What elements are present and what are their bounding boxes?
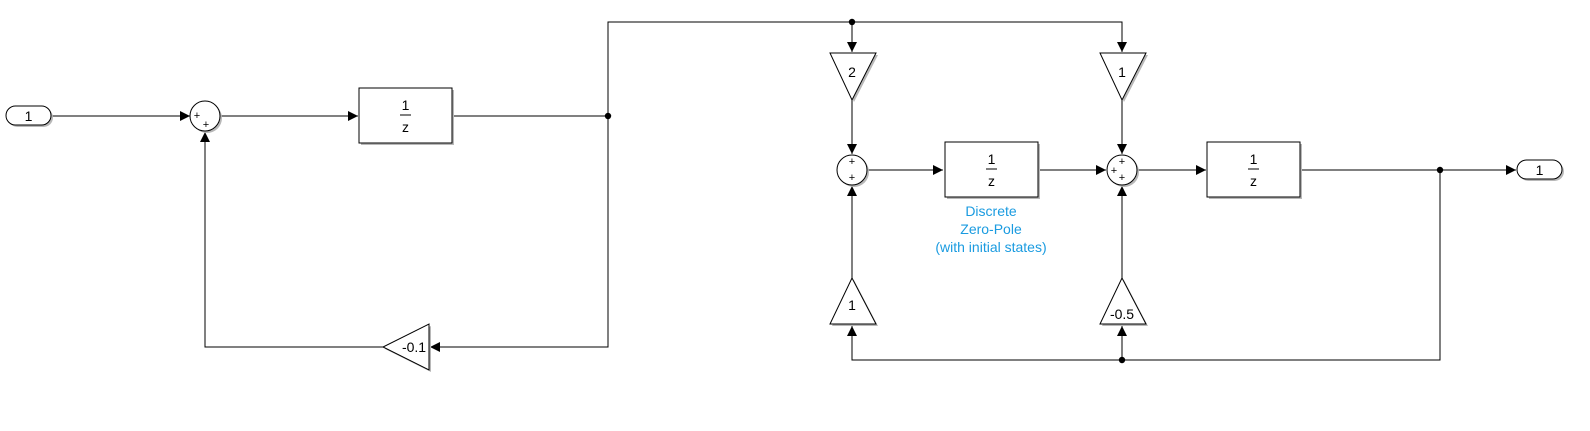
sum-sign-plus: +: [194, 110, 200, 122]
annotation-line: Zero-Pole: [960, 221, 1022, 237]
gain-block-top-right[interactable]: 1: [1099, 52, 1148, 102]
sum-sign-plus: +: [1119, 156, 1125, 168]
line-branch-to-top-bus: [607, 21, 1127, 116]
gain-value: 1: [1118, 64, 1126, 80]
outport-block[interactable]: 1: [1516, 159, 1564, 181]
sum-sign-plus: +: [1119, 172, 1125, 184]
delay-numerator: 1: [988, 151, 996, 167]
gain-value: 2: [848, 64, 856, 80]
junction-dot: [1436, 166, 1444, 174]
inport-block[interactable]: 1: [5, 105, 53, 127]
line-feedback-gain-to-sum1: [200, 132, 383, 348]
outport-label: 1: [1536, 162, 1544, 178]
line-branch-to-feedback-gain: [430, 116, 609, 352]
unit-delay-block-3[interactable]: 1 z: [1206, 141, 1302, 199]
gain-block-top-left[interactable]: 2: [829, 52, 878, 102]
gain-value: -0.5: [1110, 306, 1134, 322]
signal-lines: [52, 21, 1516, 361]
delay-denominator: z: [1250, 173, 1257, 189]
annotation-text: Discrete Zero-Pole (with initial states): [935, 203, 1046, 255]
gain-block-feedback[interactable]: -0.1: [381, 323, 431, 372]
sum-sign-plus: +: [203, 119, 209, 131]
annotation-line: (with initial states): [935, 239, 1046, 255]
delay-denominator: z: [988, 173, 995, 189]
delay-numerator: 1: [1250, 151, 1258, 167]
sum-block-2[interactable]: + +: [836, 154, 869, 187]
gain-value: 1: [848, 297, 856, 313]
gain-block-bottom-right[interactable]: -0.5: [1099, 276, 1148, 326]
delay-numerator: 1: [402, 97, 410, 113]
junction-dot: [604, 112, 612, 120]
delay-denominator: z: [402, 119, 409, 135]
gain-value: -0.1: [402, 339, 426, 355]
sum-block-3[interactable]: + + +: [1106, 154, 1139, 187]
sum-sign-plus: +: [849, 172, 855, 184]
sum-sign-plus: +: [1111, 165, 1117, 177]
line-output-feedback-bus: [847, 170, 1441, 361]
junction-dot: [1118, 356, 1126, 364]
gain-block-bottom-left[interactable]: 1: [829, 276, 878, 326]
sum-block-1[interactable]: + +: [189, 100, 222, 133]
unit-delay-block-2[interactable]: 1 z: [944, 141, 1040, 199]
inport-label: 1: [25, 108, 33, 124]
annotation-line: Discrete: [965, 203, 1017, 219]
junction-dot: [848, 18, 856, 26]
sum-sign-plus: +: [849, 156, 855, 168]
unit-delay-block-1[interactable]: 1 z: [358, 87, 454, 145]
